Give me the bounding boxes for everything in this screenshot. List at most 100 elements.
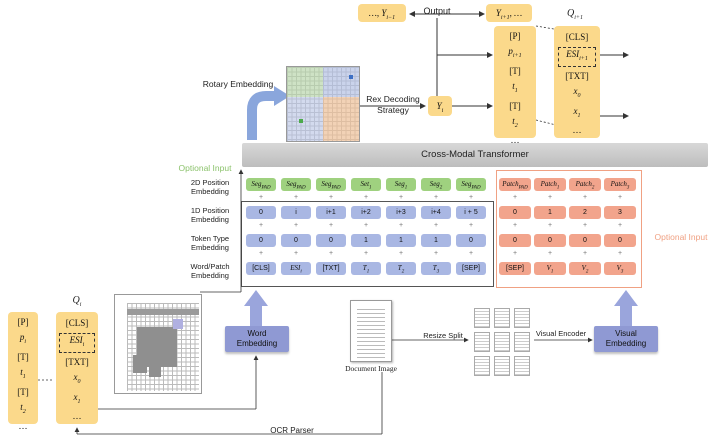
optional-input-left: Optional Input [178,163,232,173]
output-label: Output [423,6,451,16]
seg-2d-5: Seg2 [421,178,451,191]
plus-text-2-1: + [294,250,299,257]
pos-1d-2: i+1 [316,206,346,219]
right-q-0: [CLS] [565,32,589,42]
right-q-column: [CLS] ESIi+1 [TXT] x0 x1 … [554,26,600,138]
token-type-5: 1 [421,234,451,247]
right-q-4: x1 [573,105,581,119]
left-seq-column: [P] pi [T] t1 [T] t2 … [8,312,38,431]
plus-patch-1-0: + [513,222,518,229]
plus-patch-0-1: + [548,194,553,201]
plus-text-1-1: + [294,222,299,229]
document-image [350,300,392,362]
patch-1d-1: 1 [534,206,566,219]
plus-text-1-6: + [469,222,474,229]
plus-patch-0-2: + [583,194,588,201]
patch-type-2: 0 [569,234,601,247]
patch-type-0: 0 [499,234,531,247]
pos-1d-0: 0 [246,206,276,219]
plus-patch-2-1: + [548,250,553,257]
plus-text-1-3: + [364,222,369,229]
plus-text-0-0: + [259,194,264,201]
right-seq-column: [P] pi+1 [T] t1 [T] t2 … [494,26,536,145]
document-image-label: Document Image [345,364,397,373]
word-emb-3: T1 [351,262,381,275]
visual-encoder-label: Visual Encoder [535,329,587,338]
token-type-1: 0 [281,234,311,247]
cross-modal-transformer: Cross-Modal Transformer [242,143,708,167]
ocr-parser-label: OCR Parser [270,426,314,435]
patch-2d-1: Patch1 [534,178,566,191]
plus-text-0-4: + [399,194,404,201]
right-seq-2: [T] [509,65,521,76]
y-prev-box: …, Yi−1 [358,4,406,22]
plus-text-0-3: + [364,194,369,201]
right-seq-0: [P] [509,31,521,41]
right-seq-1: pi+1 [508,46,522,59]
patch-1d-2: 2 [569,206,601,219]
left-q-title: Qi [72,295,82,309]
plus-text-2-3: + [364,250,369,257]
plus-patch-0-0: + [513,194,518,201]
patch-2d-3: Patch3 [604,178,636,191]
seg-2d-3: Set1 [351,178,381,191]
right-seq-3: t1 [512,80,518,94]
plus-text-1-2: + [329,222,334,229]
patch-word-2: V2 [569,262,601,275]
right-q-2: [TXT] [565,70,589,81]
plus-patch-2-3: + [618,250,623,257]
right-seq-5: t2 [512,115,518,129]
plus-text-2-2: + [329,250,334,257]
plus-text-2-5: + [434,250,439,257]
patch-2d-2: Patch2 [569,178,601,191]
plus-patch-1-1: + [548,222,553,229]
left-q-column: [CLS] ESIi [TXT] x0 x1 … [56,312,98,424]
patch-type-3: 0 [604,234,636,247]
y-i-box: Yi [428,96,452,116]
plus-text-0-5: + [434,194,439,201]
word-emb-5: T3 [421,262,451,275]
pos-1d-1: i [281,206,311,219]
top-arrows [247,11,629,140]
seg-2d-4: Seg1 [386,178,416,191]
token-type-6: 0 [456,234,486,247]
plus-patch-1-3: + [618,222,623,229]
right-seq-6: … [510,135,520,146]
plus-text-0-1: + [294,194,299,201]
patch-word-0: [SEP] [499,262,531,275]
word-emb-1: ESIi [281,262,311,275]
token-type-0: 0 [246,234,276,247]
plus-text-0-2: + [329,194,334,201]
plus-patch-1-2: + [583,222,588,229]
seg-2d-2: SegPAD [316,178,346,191]
plus-patch-2-0: + [513,250,518,257]
word-emb-6: [SEP] [456,262,486,275]
q-next-title: Qi+1 [567,8,583,22]
plus-text-1-4: + [399,222,404,229]
patch-word-1: V1 [534,262,566,275]
pos-1d-5: i+4 [421,206,451,219]
patch-embedding-frame [496,170,642,288]
token-type-2: 0 [316,234,346,247]
y-next-box: Yi+1, … [486,4,532,22]
plus-text-0-6: + [469,194,474,201]
patch-2d-0: PatchPAD [499,178,531,191]
attention-matrix-top [286,66,360,142]
word-emb-4: T2 [386,262,416,275]
seg-2d-6: SegPAD [456,178,486,191]
plus-patch-2-2: + [583,250,588,257]
rotary-embedding-label: Rotary Embedding [202,79,274,89]
pos-1d-3: i+2 [351,206,381,219]
right-q-5: … [572,125,582,136]
plus-text-2-6: + [469,250,474,257]
word-emb-2: [TXT] [316,262,346,275]
patch-1d-0: 0 [499,206,531,219]
right-q-3: x0 [573,85,581,99]
text-embedding-frame [241,201,494,287]
